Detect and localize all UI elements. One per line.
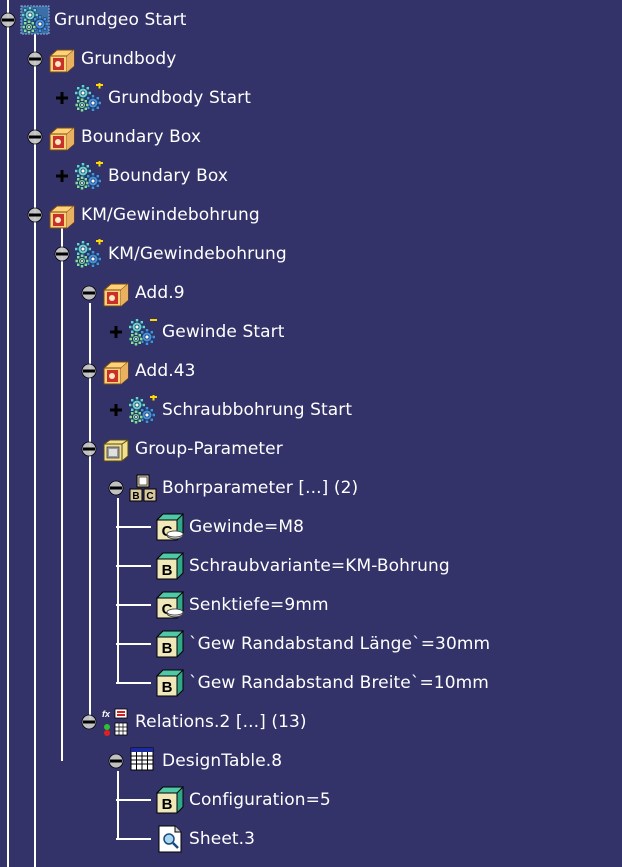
svg-text:fx: fx (102, 709, 111, 719)
parameter-boolean-icon[interactable]: B (155, 668, 185, 698)
gears-plus-icon[interactable] (128, 395, 158, 425)
tree-node-label[interactable]: Boundary Box (81, 127, 202, 147)
body-folder-icon[interactable] (47, 44, 77, 74)
tree-leaf-spacer (135, 519, 151, 535)
tree-node[interactable]: B Schraubvariante=KM-Bohrung (135, 550, 450, 582)
group-folder-icon[interactable] (101, 434, 131, 464)
tree-node-label[interactable]: Add.9 (135, 283, 185, 303)
tree-node-label[interactable]: DesignTable.8 (162, 751, 283, 771)
tree-node[interactable]: Add.9 (81, 277, 185, 309)
parameter-boolean-icon[interactable]: B (155, 551, 185, 581)
collapse-toggle-icon[interactable] (108, 480, 124, 496)
collapse-toggle-icon[interactable] (27, 207, 43, 223)
tree-node-label[interactable]: Schraubbohrung Start (162, 400, 353, 420)
svg-text:B: B (162, 562, 173, 579)
tree-node-label[interactable]: Gewinde Start (162, 322, 285, 342)
svg-text:C: C (146, 491, 153, 502)
tree-node-label[interactable]: `Gew Randabstand Breite`=10mm (189, 673, 489, 693)
parameter-string-icon[interactable]: C (155, 590, 185, 620)
collapse-toggle-icon[interactable] (81, 441, 97, 457)
tree-node[interactable]: B `Gew Randabstand Länge`=30mm (135, 628, 490, 660)
tree-node-label[interactable]: Grundgeo Start (54, 10, 187, 30)
collapse-toggle-icon[interactable] (81, 363, 97, 379)
parameter-string-icon[interactable]: C (155, 512, 185, 542)
tree-leaf-spacer (135, 636, 151, 652)
tree-node-label[interactable]: Group-Parameter (135, 439, 283, 459)
expand-toggle-icon[interactable] (108, 324, 124, 340)
collapse-toggle-icon[interactable] (108, 753, 124, 769)
body-folder-icon[interactable] (101, 278, 131, 308)
svg-text:C: C (162, 523, 173, 540)
tree-node[interactable]: Group-Parameter (81, 433, 283, 465)
collapse-toggle-icon[interactable] (0, 12, 16, 28)
collapse-toggle-icon[interactable] (81, 285, 97, 301)
svg-text:B: B (162, 640, 173, 657)
tree-node[interactable]: Grundgeo Start (0, 4, 187, 36)
tree-node[interactable]: KM/Gewindebohrung (54, 238, 287, 270)
tree-node-label[interactable]: Bohrparameter [...] (2) (162, 478, 359, 498)
body-folder-icon[interactable] (47, 200, 77, 230)
tree-node[interactable]: C Senktiefe=9mm (135, 589, 329, 621)
svg-text:B: B (162, 796, 173, 813)
tree-node[interactable]: Add.43 (81, 355, 196, 387)
tree-node[interactable]: Sheet.3 (135, 823, 255, 855)
tree-node[interactable]: Schraubbohrung Start (108, 394, 352, 426)
tree-node-label[interactable]: Grundbody Start (108, 88, 251, 108)
collapse-toggle-icon[interactable] (27, 51, 43, 67)
tree-node-label[interactable]: Sheet.3 (189, 829, 256, 849)
parameter-boolean-icon[interactable]: B (155, 629, 185, 659)
tree-node-label[interactable]: KM/Gewindebohrung (81, 205, 260, 225)
expand-toggle-icon[interactable] (54, 168, 70, 184)
tree-node[interactable]: C Gewinde=M8 (135, 511, 304, 543)
tree-node[interactable]: B Configuration=5 (135, 784, 331, 816)
svg-text:B: B (132, 491, 139, 502)
tree-node-label[interactable]: Schraubvariante=KM-Bohrung (189, 556, 450, 576)
design-table-icon[interactable] (128, 746, 158, 776)
parameter-boolean-icon[interactable]: B (155, 785, 185, 815)
collapse-toggle-icon[interactable] (27, 129, 43, 145)
tree-leaf-spacer (135, 675, 151, 691)
tree-node-label[interactable]: Relations.2 [...] (13) (135, 712, 307, 732)
svg-text:B: B (162, 679, 173, 696)
tree-leaf-spacer (135, 792, 151, 808)
expand-toggle-icon[interactable] (108, 402, 124, 418)
gears-plus-icon[interactable] (74, 239, 104, 269)
tree-node[interactable]: B C Bohrparameter [...] (2) (108, 472, 358, 504)
tree-node[interactable]: Grundbody (27, 43, 176, 75)
collapse-toggle-icon[interactable] (81, 714, 97, 730)
tree-node-label[interactable]: Configuration=5 (189, 790, 331, 810)
tree-node-label[interactable]: Add.43 (135, 361, 196, 381)
tree-node[interactable]: B `Gew Randabstand Breite`=10mm (135, 667, 489, 699)
tree-node[interactable]: Gewinde Start (108, 316, 285, 348)
gears-minus-icon[interactable] (128, 317, 158, 347)
tree-leaf-spacer (135, 558, 151, 574)
collapse-toggle-icon[interactable] (54, 246, 70, 262)
body-folder-icon[interactable] (101, 356, 131, 386)
expand-toggle-icon[interactable] (54, 90, 70, 106)
tree-leaf-spacer (135, 597, 151, 613)
tree-node-label[interactable]: Gewinde=M8 (189, 517, 305, 537)
tree-node-label[interactable]: KM/Gewindebohrung (108, 244, 287, 264)
tree-node-label[interactable]: `Gew Randabstand Länge`=30mm (189, 634, 491, 654)
tree-node[interactable]: Boundary Box (54, 160, 228, 192)
tree-node[interactable]: Boundary Box (27, 121, 201, 153)
tree-node[interactable]: Grundbody Start (54, 82, 251, 114)
gears-product-icon[interactable] (20, 5, 50, 35)
gears-plus-icon[interactable] (74, 83, 104, 113)
gears-plus-icon[interactable] (74, 161, 104, 191)
relations-icon[interactable]: fx (101, 707, 131, 737)
tree-node[interactable]: DesignTable.8 (108, 745, 282, 777)
sheet-icon[interactable] (155, 824, 185, 854)
tree-node[interactable]: KM/Gewindebohrung (27, 199, 260, 231)
tree-node[interactable]: fx Relations.2 [...] (13) (81, 706, 307, 738)
parameter-set-icon[interactable]: B C (128, 473, 158, 503)
tree-node-label[interactable]: Senktiefe=9mm (189, 595, 329, 615)
tree-leaf-spacer (135, 831, 151, 847)
tree-node-label[interactable]: Grundbody (81, 49, 177, 69)
svg-text:C: C (162, 601, 173, 618)
tree-node-label[interactable]: Boundary Box (108, 166, 229, 186)
body-folder-icon[interactable] (47, 122, 77, 152)
